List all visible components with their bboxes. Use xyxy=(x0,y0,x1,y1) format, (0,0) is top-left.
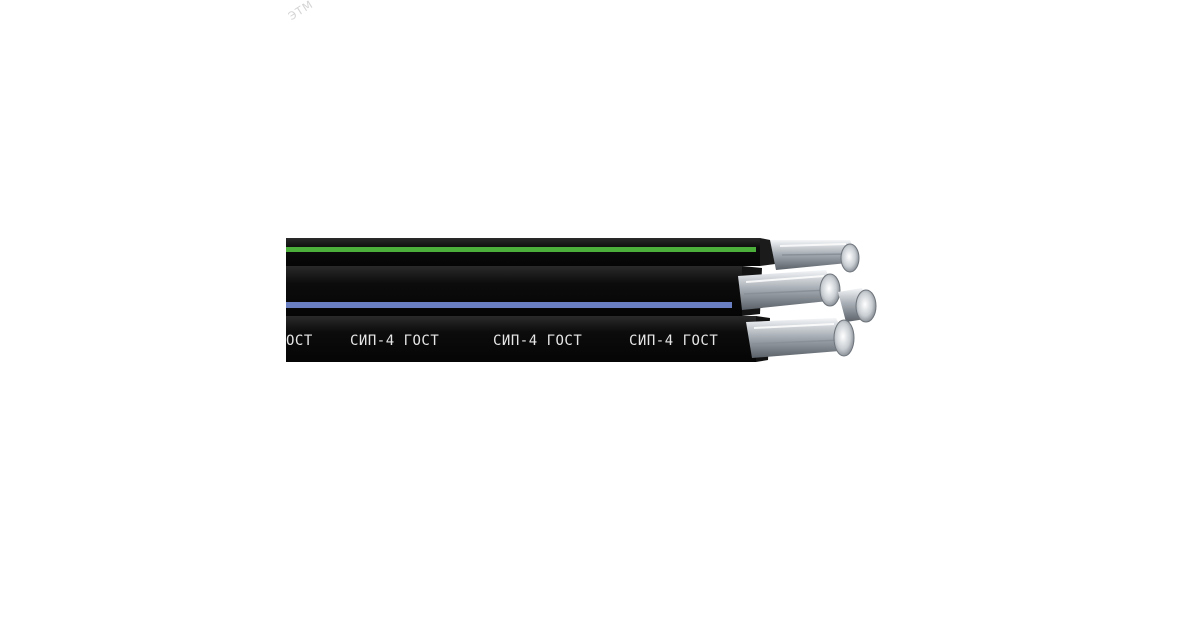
cable-marking-4: СИП-4 ГОСТ xyxy=(629,333,719,349)
cable-marking-2: СИП-4 ГОСТ xyxy=(350,333,440,349)
cable-core-middle xyxy=(286,266,877,323)
blue-stripe xyxy=(286,302,732,308)
green-stripe xyxy=(286,247,756,252)
cable-core-top xyxy=(286,238,860,273)
cable-core-bottom xyxy=(286,316,855,362)
cable-marking-3: СИП-4 ГОСТ xyxy=(493,333,583,349)
cable-marking-1: ОСТ xyxy=(286,333,313,349)
